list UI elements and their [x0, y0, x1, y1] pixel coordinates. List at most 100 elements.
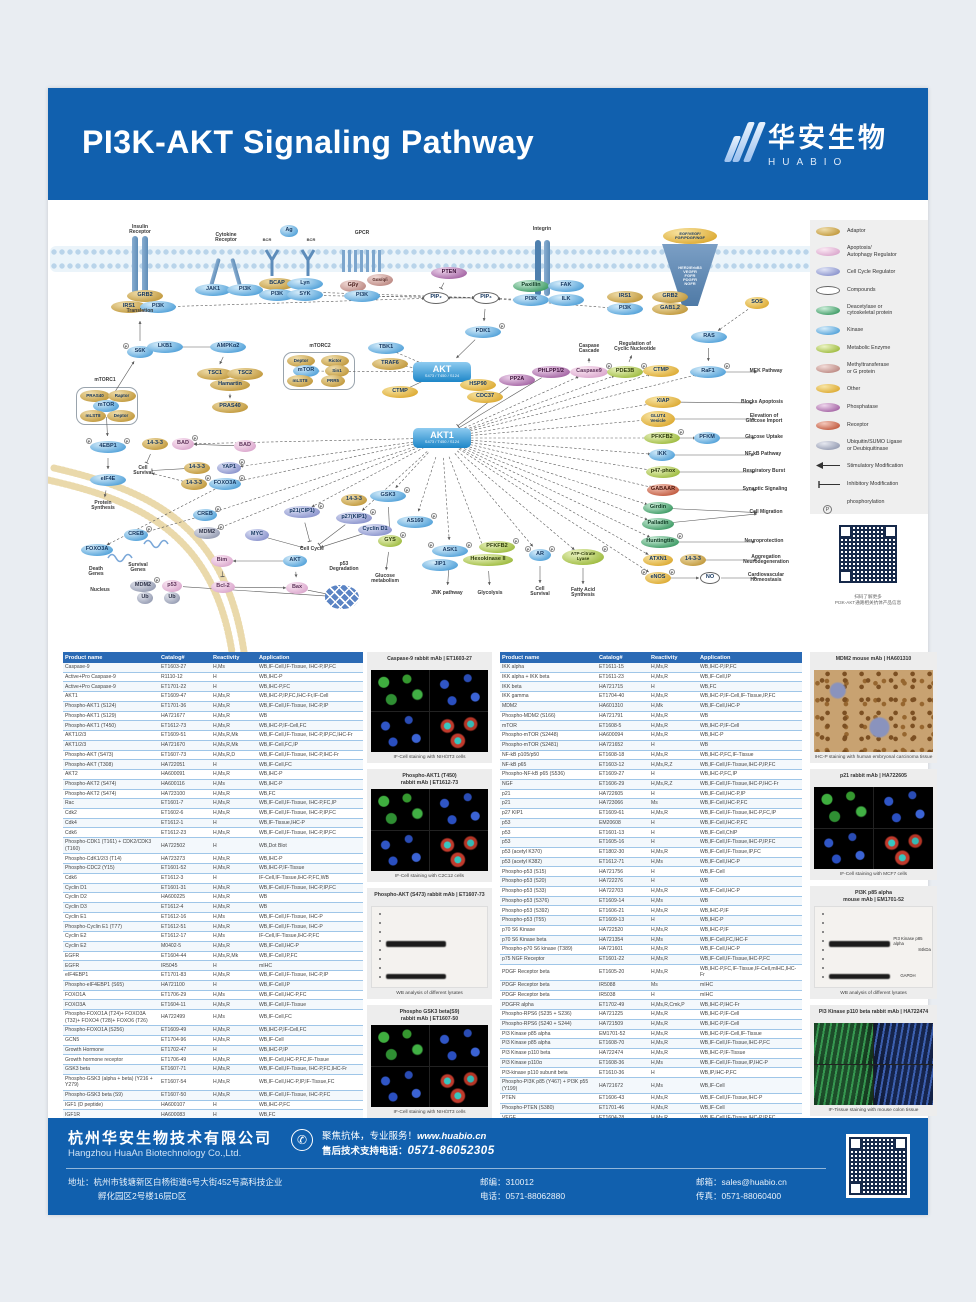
legend-label: Deacetylase or cytoskeletal protein — [847, 303, 893, 317]
legend-swatch-k — [816, 325, 840, 335]
pathway-node-mtorc2lbl: mTORC2 — [309, 343, 331, 350]
if-staining-image — [371, 1025, 488, 1107]
card-title: PI3 Kinase p110 beta rabbit mAb | HA7224… — [818, 1009, 929, 1015]
wb-band-label: 84kDa — [918, 947, 931, 952]
qr-caption: 扫码了解更多 PI3K-AKT通路相关抗体产品信息 — [834, 594, 902, 606]
pathway-node-grb2: GRB2 — [127, 290, 163, 302]
pathway-node-ras: RAS — [691, 331, 727, 343]
legend-item: Methyltransferase or G protein — [816, 362, 926, 375]
bcr-antibody-icon — [264, 249, 316, 276]
pathway-node-deptor2: Deptor — [287, 355, 315, 367]
legend-swatch-re — [816, 421, 840, 430]
pathway-node-hk2: Hexokinase II — [463, 554, 513, 566]
legend-swatch-ub — [816, 441, 840, 451]
if-staining-image — [814, 787, 933, 869]
pathway-node-paxillin: Paxillin — [513, 280, 549, 292]
pathway-node-hsp90: HSP90 — [460, 379, 496, 391]
pathway-node-ilk: ILK — [548, 294, 584, 306]
website-link[interactable]: www.huabio.cn — [417, 1131, 487, 1142]
pathway-node-xiap: XIAP — [645, 396, 681, 408]
pathway-node-sin1: Sin1 — [325, 365, 349, 377]
table-row: Phospho-CDK1 (T161) + CDK2/CDK3 (T160)HA… — [63, 838, 363, 855]
pathway-node-t1433a: 14-3-3 — [142, 438, 168, 450]
legend-item: Receptor — [816, 421, 926, 430]
legend-label: Adaptor — [847, 228, 866, 235]
legend-label: Ubiquitin/SUMO Ligase or Deubiquitinase — [847, 439, 903, 452]
card-title: Phospho GSK3 beta(S9) rabbit mAb | ET160… — [399, 1009, 460, 1022]
legend-swatch-cp — [816, 285, 840, 295]
pathway-node-mekpath: MEK Pathway — [749, 368, 783, 375]
footer: 杭州华安生物技术有限公司 Hangzhou HuaAn Biotechnolog… — [48, 1118, 928, 1215]
table-row: Phospho-PI3K p85 (Y467) + PI3K p55 (Y199… — [500, 1078, 802, 1095]
pathway-node-mlst8: mLST8 — [80, 410, 106, 422]
pathway-node-gab12: GAB1,2 — [652, 303, 688, 315]
pathway-node-cytlbl: Cytokine Receptor — [215, 231, 237, 243]
pathway-node-pi3k2: PI3K — [227, 284, 263, 296]
pathway-node-myc: MYC — [245, 529, 269, 541]
pathway-node-pip2: PIP₂ — [423, 292, 449, 304]
pathway-node-glucmet: Glucose metabolism — [371, 572, 399, 584]
card-caption: IF-Tissue staining with mouse colon tiss… — [828, 1108, 919, 1113]
email-link[interactable]: 邮箱：sales@huabio.cn — [696, 1177, 787, 1187]
pathway-node-cellcycle: Cell Cycle — [300, 546, 324, 553]
pathway-node-t1433b: 14-3-3 — [680, 554, 706, 566]
pathway-node-pp2a: PP2A — [499, 374, 535, 386]
pathway-node-t1433e: 14-3-3 — [341, 494, 367, 506]
pathway-node-aktsm: AKT — [283, 555, 307, 567]
card-caption: IHC-P staining with human embryonal carc… — [814, 755, 933, 760]
pathway-node-cardio: Cardiovascular Homeostasis — [747, 571, 785, 583]
pathway-node-p53a: p53 — [162, 580, 182, 592]
pathway-node-elevglu: Elevation of Glucose Import — [745, 412, 783, 424]
legend-item: Phosphatase — [816, 402, 926, 412]
pathway-node-glucuptake: Glucose Uptake — [745, 434, 783, 441]
antibody-image-card: Phospho-AKT (S473) rabbit mAb | ET1607-7… — [367, 888, 492, 999]
pathway-node-cellmig: Cell Migration — [749, 509, 783, 516]
wb-band-label: PI3 Kinase p85 alpha — [893, 935, 923, 946]
legend-label: Apoptosis/ Autophagy Regulator — [847, 245, 897, 258]
if-staining-image — [371, 789, 488, 871]
table-row: Phospho-GSK3 (alpha + beta) (Y216 + Y279… — [63, 1075, 363, 1091]
insulin-receptor-icon — [132, 236, 138, 294]
pathway-node-p21: p21(CIP1)P — [284, 503, 324, 518]
pathway-node-proteinsyn: Protein Synthesis — [91, 499, 115, 511]
card-caption: IF-Cell staining with NIH/3T3 cells — [393, 1110, 466, 1115]
pathway-node-fak: FAK — [548, 280, 584, 292]
